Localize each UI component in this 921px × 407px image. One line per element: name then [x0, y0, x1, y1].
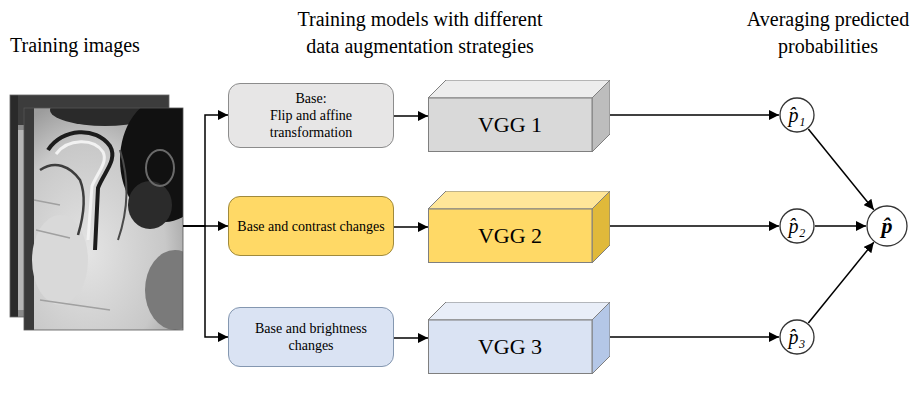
arrow-connector: [183, 226, 228, 337]
arrow-connector: [808, 129, 873, 210]
column-header: Training models with different data augm…: [280, 6, 560, 60]
arrow-connector: [610, 114, 779, 116]
image-heading: Training images: [10, 33, 140, 57]
model-name: VGG 2: [478, 223, 542, 249]
augmentation-box: Base:Flip and affine transformation: [228, 83, 394, 148]
augmentation-text: Flip and affine transformation: [237, 107, 385, 141]
probability-circle: p̂₁: [779, 97, 815, 133]
block-front-face: [429, 209, 593, 263]
block-side-face: [592, 302, 610, 374]
arrow-connector: [610, 336, 779, 338]
block-side-face: [592, 80, 610, 152]
arrow-connector: [815, 225, 866, 227]
arrow-connector: [394, 115, 428, 117]
circle-shape: [780, 98, 814, 132]
block-top-face: [428, 80, 610, 98]
probability-circle: p̂₃: [779, 319, 815, 355]
arrow-connector: [808, 242, 873, 323]
arrow-connector: [394, 337, 428, 339]
arrow-connector: [610, 225, 779, 227]
augmentation-text: Base and contrast changes: [237, 218, 384, 235]
augmentation-text: Base:: [295, 90, 326, 107]
arrow-connector: [183, 115, 228, 226]
circle-shape: [780, 209, 814, 243]
block-side-face: [592, 191, 610, 263]
probability-symbol: p̂₃: [789, 327, 806, 347]
probability-circle: p̂₂: [779, 208, 815, 244]
augmentation-box: Base and brightness changes: [228, 307, 394, 367]
model-block: VGG 3: [428, 302, 610, 374]
front-slice-border: [24, 108, 183, 330]
probability-symbol: p̂₂: [789, 216, 806, 236]
block-front-face: [429, 98, 593, 152]
image-stack: Training images: [8, 95, 183, 332]
probability-symbol: p̂: [882, 215, 893, 237]
block-top-face: [428, 302, 610, 320]
arrow-connector: [394, 226, 428, 228]
circle-shape: [867, 206, 907, 246]
column-header: Averaging predicted probabilities: [740, 6, 916, 60]
model-block: VGG 1: [428, 80, 610, 152]
circle-shape: [780, 320, 814, 354]
front-mri-slice: [24, 108, 183, 330]
augmentation-box: Base and contrast changes: [228, 196, 394, 256]
augmentation-text: Base and brightness changes: [237, 320, 385, 354]
average-circle: p̂: [866, 205, 908, 247]
block-top-face: [428, 191, 610, 209]
block-front-face: [429, 320, 593, 374]
probability-symbol: p̂₁: [789, 105, 806, 125]
model-block: VGG 2: [428, 191, 610, 263]
model-name: VGG 3: [478, 334, 542, 360]
model-name: VGG 1: [478, 112, 542, 138]
